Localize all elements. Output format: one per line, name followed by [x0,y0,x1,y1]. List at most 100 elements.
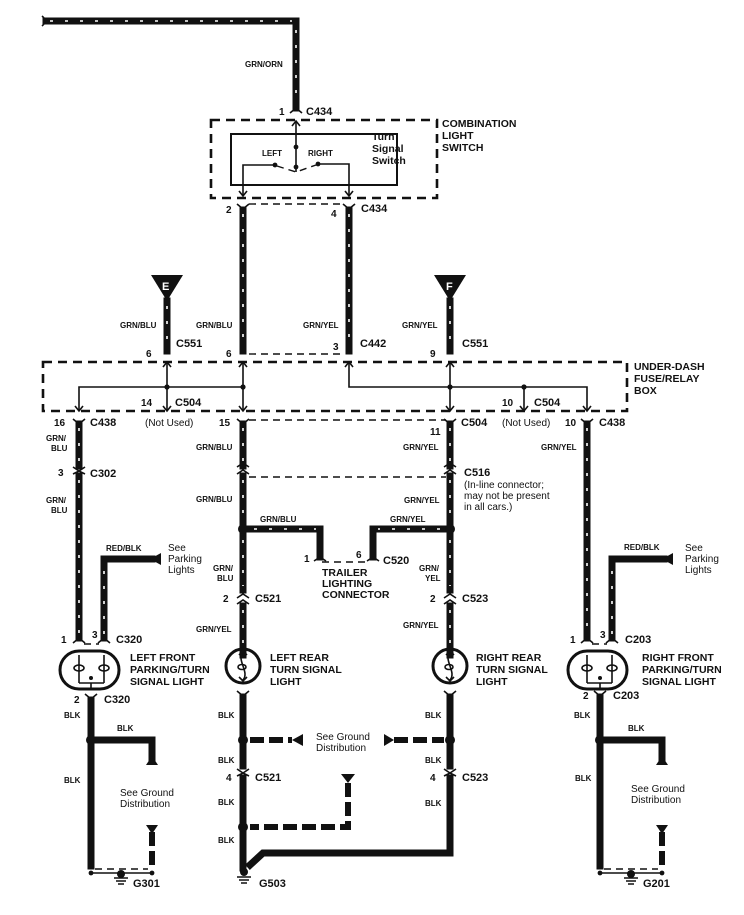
top-feed-wire [41,15,300,112]
pin-number: 4 [331,209,337,220]
wire-label: GRN/YEL [419,564,441,583]
wire-label: BLK [575,774,592,783]
pin-number: 4 [226,773,232,784]
pin-number: 1 [61,635,67,646]
connector-label: C504 [534,397,561,409]
connector-label: C551 [462,338,488,350]
ground-g301-symbol [114,870,128,885]
wire-label: BLK [218,798,235,807]
pin-number: 2 [430,594,436,605]
pin-number: 1 [304,554,310,565]
wire-label: RED/BLK [106,544,142,553]
right-front-parking-wire [608,553,673,642]
wire-label: RED/BLK [624,543,660,552]
wire-label: GRN/YEL [402,321,438,330]
wire-label: GRN/BLU [196,495,233,504]
wire-label: BLK [218,836,235,845]
connector-label: C438 [599,417,625,429]
wire-label: BLK [425,711,442,720]
pin-number: 4 [430,773,436,784]
pin-number: 11 [430,427,441,438]
wire-label: GRN/BLU [46,434,68,453]
pin-number: 6 [146,349,152,360]
under-dash-fuse-relay-box [41,360,629,413]
pin-number: 6 [226,349,232,360]
wire-label: GRN/YEL [403,621,439,630]
switch-right-label: RIGHT [308,149,333,158]
pin-number: 2 [226,205,232,216]
marker-e: E [151,275,183,355]
wire-label: BLK [574,711,591,720]
wire-label: GRN/YEL [541,443,577,452]
switch-right-output-wire [342,203,356,355]
connector-symbol [289,106,303,114]
left-front-parking-wire [100,553,161,642]
wire-label: BLK [64,711,81,720]
left-rear-feed-wire [236,420,250,659]
not-used-note: (Not Used) [502,418,550,429]
wire-label: BLK [117,724,134,733]
ground-label: G301 [133,878,160,890]
connector-label: C203 [625,634,651,646]
connector-label: C521 [255,772,281,784]
pin-number: 10 [565,418,577,429]
pin-number: 2 [583,691,589,702]
left-rear-light-bulb [224,647,262,685]
wire-label: GRN/YEL [403,443,439,452]
wire-label: BLK [425,799,442,808]
connector-label: C442 [360,338,386,350]
svg-text:E: E [162,281,169,293]
wire-label: BLK [628,724,645,733]
wire-label: GRN/ORN [245,60,283,69]
pin-number: 14 [141,398,153,409]
wire-label: GRN/YEL [196,625,232,634]
pin-number: 6 [356,550,362,561]
turn-signal-switch-box [230,133,398,186]
pin-number: 3 [333,342,339,353]
right-rear-return-wire [245,849,454,870]
pin-number: 3 [92,630,98,641]
connector-label: C520 [383,555,409,567]
left-front-feed-wire [72,418,86,642]
connector-label: C302 [90,468,116,480]
pin-number: 2 [223,594,229,605]
connector-label: C504 [175,397,202,409]
pin-number: 3 [58,468,64,479]
trailer-left-wire [246,525,327,562]
connector-label: C203 [613,690,639,702]
right-rear-light-bulb [431,647,469,685]
wire-label: GRN/BLU [213,564,234,583]
wire-label: GRN/YEL [303,321,339,330]
pin-number: 9 [430,349,436,360]
connector-label: C521 [255,593,281,605]
wire-label: GRN/BLU [196,443,233,452]
wire-label: BLK [218,756,235,765]
pin-number: 2 [74,695,80,706]
svg-text:F: F [446,281,453,293]
connector-label: C434 [306,106,333,118]
pin-number: 1 [570,635,576,646]
wire-label: GRN/YEL [404,496,440,505]
wire-label: GRN/YEL [390,515,426,524]
combination-light-switch-box [209,118,439,200]
trailer-right-wire [366,525,447,562]
wire-label: GRN/BLU [120,321,157,330]
wire-label: GRN/BLU [46,496,68,515]
switch-left-output-wire [236,203,250,355]
connector-label: C551 [176,338,202,350]
right-rear-feed-wire [443,420,457,659]
wire-label: BLK [218,711,235,720]
